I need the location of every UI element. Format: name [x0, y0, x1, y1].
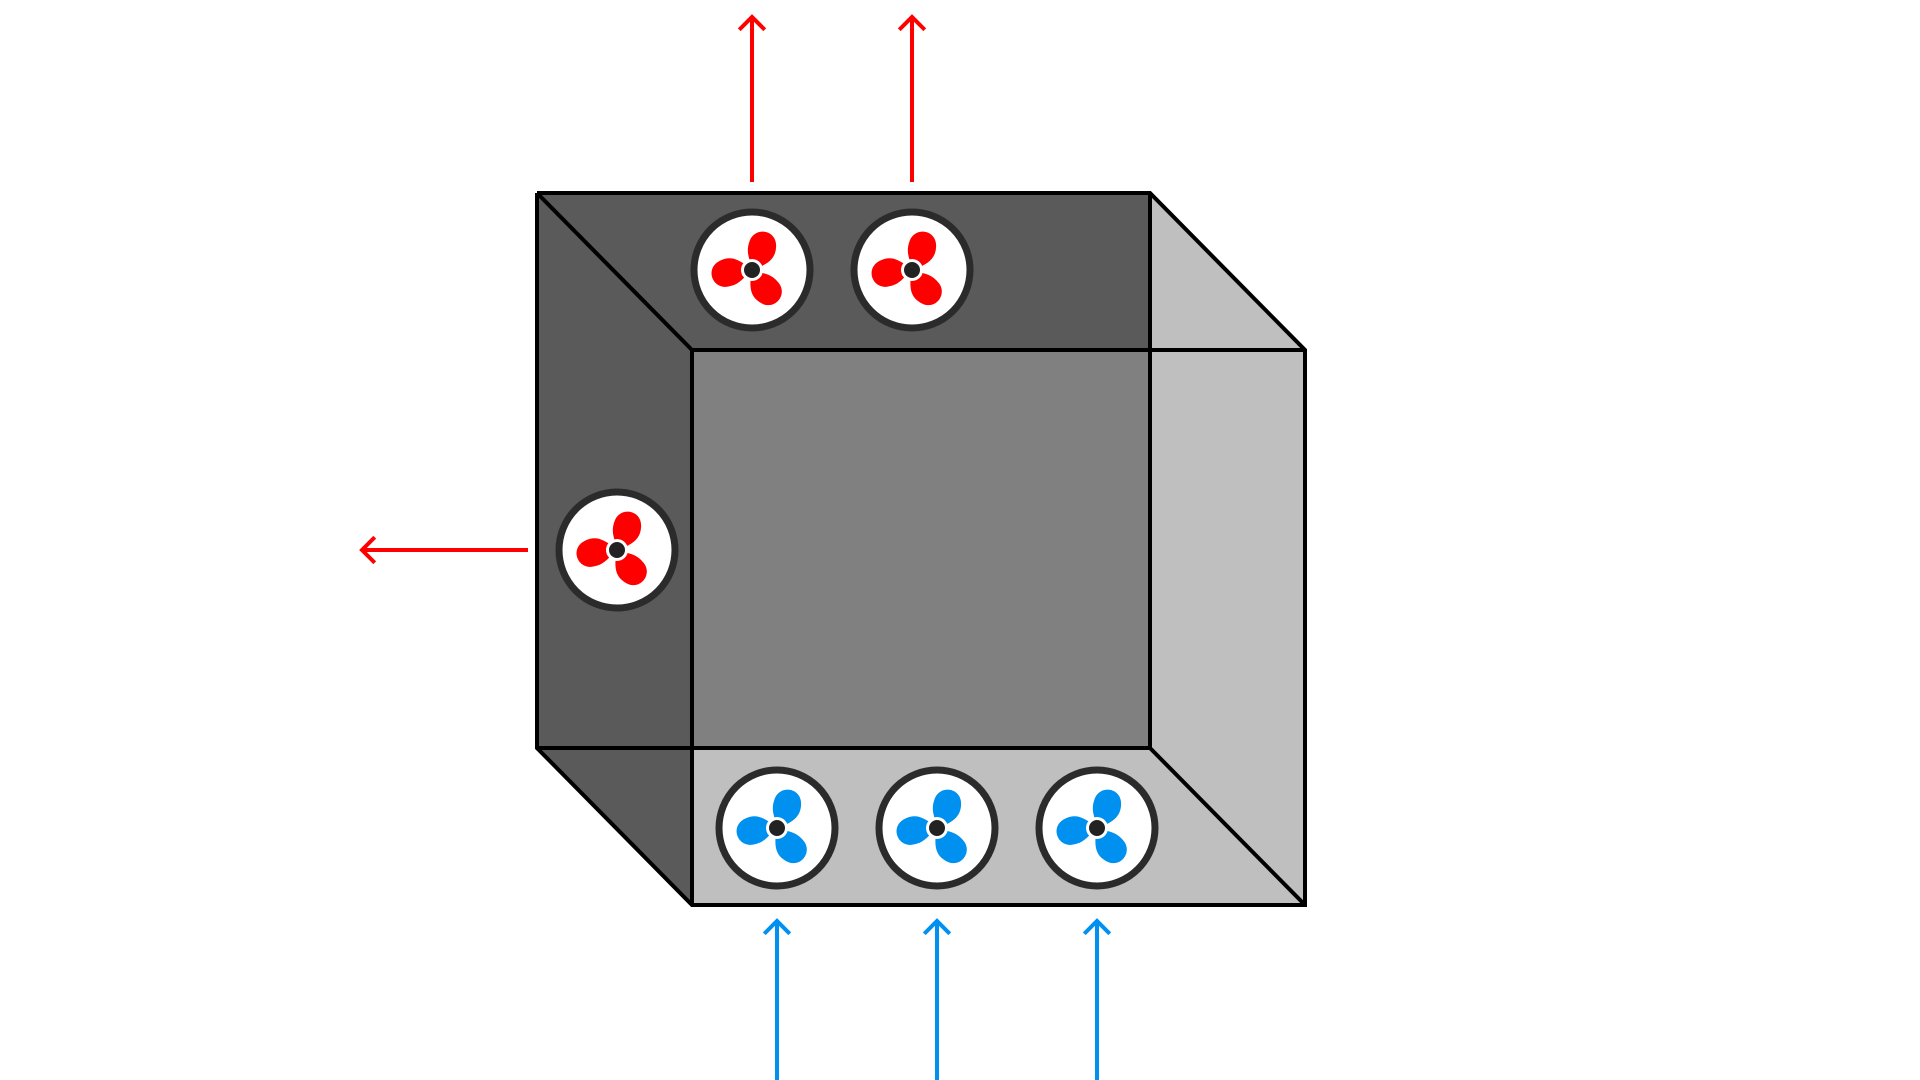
case-back-wall: [692, 350, 1150, 748]
exhaust-arrow-up-2: [897, 14, 927, 182]
case-side-panel: [1150, 193, 1305, 905]
case-bottom-panel: [692, 748, 1305, 905]
intake-fan-bottom-3: [1035, 766, 1159, 890]
intake-arrow-2: [922, 918, 952, 1080]
intake-arrow-1: [762, 918, 792, 1080]
intake-fan-bottom-2: [875, 766, 999, 890]
airflow-arrows: [359, 14, 1112, 1080]
exhaust-arrow-left: [359, 535, 528, 565]
intake-arrow-3: [1082, 918, 1112, 1080]
exhaust-fan-rear-1: [555, 488, 679, 612]
exhaust-fan-top-1: [690, 208, 814, 332]
intake-fan-bottom-1: [715, 766, 839, 890]
fans-group: [555, 208, 1159, 890]
exhaust-arrow-up-1: [737, 14, 767, 182]
exhaust-fan-top-2: [850, 208, 974, 332]
